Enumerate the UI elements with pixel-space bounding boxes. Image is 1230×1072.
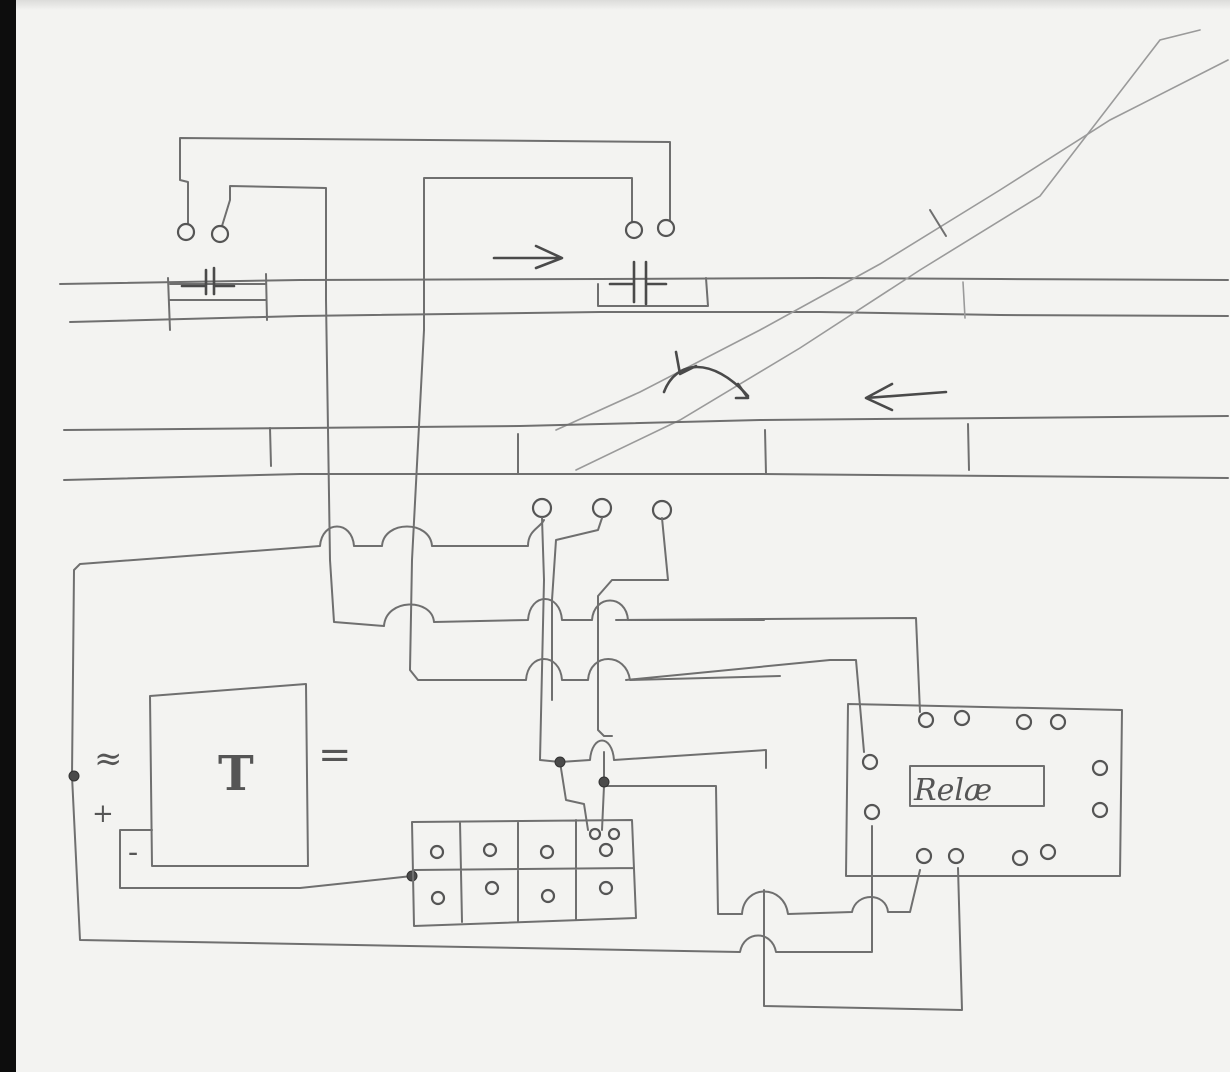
upper-track-sleeper-2 — [265, 273, 268, 321]
lower-track-sleeper-4 — [967, 423, 970, 471]
switch-terminal-2 — [591, 497, 613, 519]
left-contact-terminal-1 — [176, 222, 196, 242]
transformer-dc-symbol: = — [318, 732, 352, 778]
wire-node-split — [559, 751, 605, 831]
lower-track-sleeper-1 — [269, 427, 272, 467]
junction-node-left — [68, 770, 80, 782]
wire-contact-right-down — [409, 329, 781, 681]
wire-to-relay-bottom — [603, 785, 921, 915]
transformer-label: T — [218, 746, 254, 802]
wire-supply-left — [71, 519, 545, 777]
terminal-block-screws — [429, 827, 621, 906]
wire-node-to-right — [559, 739, 767, 769]
direction-arrow-right — [492, 244, 564, 270]
diverging-track — [555, 29, 1229, 471]
terminal-block — [411, 819, 637, 927]
relay-terminals — [861, 709, 1109, 867]
right-contact-terminal-1 — [624, 220, 644, 240]
wire-switch-terminal-2 — [551, 517, 603, 701]
junction-node-switch-a — [554, 756, 566, 768]
diverging-rail-1 — [555, 59, 1229, 431]
transformer: T ≈ = + - — [92, 683, 352, 870]
upper-track-rail-top — [59, 277, 1229, 285]
scan-edge-left — [0, 0, 16, 1072]
transformer-box — [149, 683, 309, 867]
scan-edge-top — [16, 0, 1230, 10]
wire-minus-to-terminal-block — [119, 829, 413, 889]
upper-track-rail-bottom — [69, 311, 1229, 323]
transformer-minus-label: - — [128, 835, 138, 870]
switch-throw-arrow — [662, 350, 750, 400]
wire-relay-bottom-loop — [763, 867, 963, 1011]
wire-switch-terminal-1 — [539, 517, 561, 763]
upper-track-sleeper-1 — [167, 277, 171, 331]
wire-to-relay-left — [625, 659, 865, 753]
upper-isolated-block-left — [169, 283, 267, 301]
upper-track-gap-left — [180, 266, 236, 296]
terminal-block-outline — [411, 819, 637, 927]
wire-to-relay-top — [615, 617, 921, 713]
right-contact-terminals — [423, 177, 676, 331]
switch-motor-terminals — [531, 497, 673, 521]
wire-switch-terminal-3 — [597, 517, 669, 737]
upper-track-sleeper-3 — [962, 281, 966, 319]
direction-arrow-left — [864, 382, 948, 412]
switch-terminal-3 — [651, 499, 673, 521]
transformer-ac-symbol: ≈ — [94, 739, 123, 779]
left-contact-terminal-2 — [210, 224, 230, 244]
relay-label: Relæ — [913, 773, 992, 808]
wire-common-return — [71, 775, 873, 953]
diverging-sleeper — [929, 209, 947, 237]
upper-track-gap-right — [608, 260, 668, 306]
lower-track — [63, 415, 1229, 481]
wire-contact-left-down — [325, 299, 765, 627]
left-contact-wire-b — [221, 185, 327, 301]
lower-track-sleeper-3 — [764, 429, 767, 475]
right-contact-terminal-2 — [656, 218, 676, 238]
relay: Relæ — [845, 703, 1123, 877]
left-contact-terminals — [176, 137, 671, 301]
upper-isolated-block-right — [597, 277, 709, 307]
switch-terminal-1 — [531, 497, 553, 519]
lower-track-rail-bottom — [63, 473, 1229, 481]
upper-track — [59, 273, 1229, 331]
relay-label-box — [909, 765, 1045, 807]
junction-node-switch-b — [598, 776, 610, 788]
relay-box — [845, 703, 1123, 877]
lower-track-rail-top — [63, 415, 1229, 431]
right-contact-wire — [423, 177, 633, 331]
left-contact-wire-a — [179, 137, 671, 225]
transformer-plus-label: + — [92, 799, 114, 829]
diverging-rail-2 — [575, 29, 1201, 471]
